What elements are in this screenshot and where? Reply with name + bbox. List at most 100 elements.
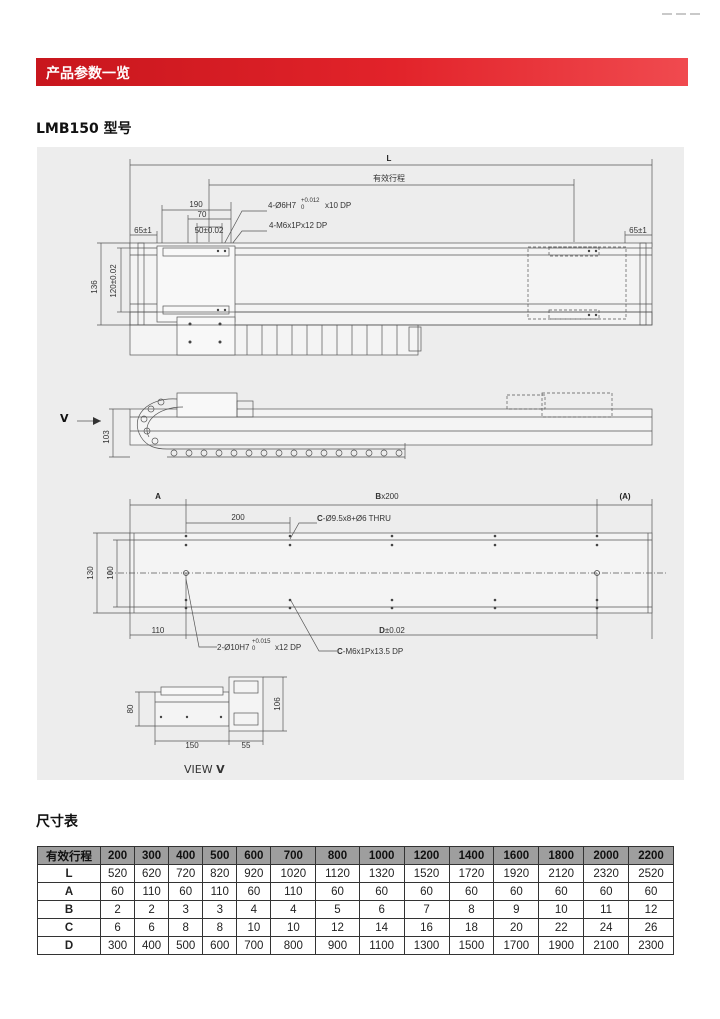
row-label: A — [37, 882, 101, 901]
table-cell: 6 — [134, 918, 170, 937]
table-cell: 620 — [134, 864, 170, 883]
table-cell: 2320 — [583, 864, 630, 883]
table-cell: 11 — [583, 900, 630, 919]
header-stroke: 300 — [134, 846, 170, 865]
technical-drawing: L 有效行程 190 70 50±0.02 4-Ø6H7 +0.012 0 x1… — [37, 147, 684, 780]
model-title: LMB150 型号 — [36, 121, 132, 137]
table-cell: 2 — [99, 900, 136, 919]
dim-B: Bx200 — [375, 492, 399, 501]
table-cell: 8 — [448, 900, 495, 919]
dim-120: 120±0.02 — [109, 264, 118, 298]
table-cell: 26 — [628, 918, 674, 937]
c-tap-callout: C-M6x1Px13.5 DP — [337, 647, 403, 656]
table-cell: 520 — [99, 864, 136, 883]
table-cell: 9 — [493, 900, 540, 919]
dim-110: 110 — [152, 626, 165, 635]
header-stroke: 1000 — [358, 846, 405, 865]
table-cell: 5 — [315, 900, 360, 919]
banner-title: 产品参数一览 — [46, 66, 130, 82]
dim-103: 103 — [102, 430, 111, 444]
header-stroke: 1400 — [448, 846, 495, 865]
row-label: D — [37, 936, 101, 955]
table-cell: 60 — [315, 882, 360, 901]
table-cell: 110 — [134, 882, 170, 901]
pin-depth: x12 DP — [275, 643, 301, 652]
table-cell: 4 — [270, 900, 317, 919]
drawing-svg: L 有效行程 190 70 50±0.02 4-Ø6H7 +0.012 0 x1… — [77, 154, 667, 750]
side-view — [77, 392, 653, 459]
header-stroke: 1800 — [538, 846, 585, 865]
table-cell: 900 — [315, 936, 360, 955]
dim-D: D±0.02 — [379, 626, 405, 635]
row-label: B — [37, 900, 101, 919]
table-cell: 60 — [236, 882, 272, 901]
dim-stroke: 有效行程 — [373, 173, 405, 183]
dim-55: 55 — [242, 741, 251, 750]
table-cell: 12 — [315, 918, 360, 937]
dim-65-right: 65±1 — [629, 226, 647, 235]
table-cell: 12 — [628, 900, 674, 919]
header-stroke: 600 — [236, 846, 272, 865]
view-v-caption: VIEW V — [184, 763, 225, 776]
dim-200: 200 — [231, 513, 245, 522]
table-cell: 1920 — [493, 864, 540, 883]
hole1-tol0: 0 — [301, 205, 305, 211]
side-view-chain-links — [140, 398, 403, 457]
table-cell: 3 — [168, 900, 204, 919]
hole1-depth: x10 DP — [325, 201, 351, 210]
table-cell: 2120 — [538, 864, 585, 883]
table-cell: 1020 — [270, 864, 317, 883]
dim-L: L — [387, 154, 392, 163]
dim-50: 50±0.02 — [195, 226, 224, 235]
table-cell: 600 — [202, 936, 238, 955]
row-label: L — [37, 864, 101, 883]
view-v-arrowhead — [93, 417, 101, 425]
pin-callout: 2-Ø10H7 — [217, 643, 250, 652]
header-stroke: 1200 — [403, 846, 450, 865]
table-cell: 1720 — [448, 864, 495, 883]
table-cell: 2300 — [628, 936, 674, 955]
table-cell: 60 — [493, 882, 540, 901]
table-cell: 720 — [168, 864, 204, 883]
table-cell: 24 — [583, 918, 630, 937]
section-banner: 产品参数一览 — [36, 58, 688, 86]
header-stroke: 2200 — [628, 846, 674, 865]
table-cell: 2100 — [583, 936, 630, 955]
table-cell: 6 — [358, 900, 405, 919]
header-stroke: 400 — [168, 846, 204, 865]
table-cell: 2 — [134, 900, 170, 919]
dim-106: 106 — [273, 697, 282, 711]
top-edge-marks — [658, 0, 706, 15]
c-hole-callout: C-Ø9.5x8+Ø6 THRU — [317, 514, 391, 523]
table-cell: 7 — [403, 900, 450, 919]
table-cell: 10 — [236, 918, 272, 937]
table-cell: 300 — [99, 936, 136, 955]
table-cell: 8 — [168, 918, 204, 937]
header-stroke: 1600 — [493, 846, 540, 865]
table-cell: 1120 — [315, 864, 360, 883]
table-cell: 1300 — [403, 936, 450, 955]
end-view — [135, 676, 287, 745]
table-cell: 1520 — [403, 864, 450, 883]
table-cell: 800 — [270, 936, 317, 955]
table-cell: 60 — [168, 882, 204, 901]
top-view — [97, 159, 653, 356]
size-table-header-row: 有效行程 200 300 400 500 600 700 800 1000 12… — [37, 846, 674, 865]
table-cell: 60 — [583, 882, 630, 901]
table-cell: 110 — [270, 882, 317, 901]
hole1-callout: 4-Ø6H7 — [268, 201, 297, 210]
table-cell: 20 — [493, 918, 540, 937]
table-cell: 700 — [236, 936, 272, 955]
size-table: 有效行程 200 300 400 500 600 700 800 1000 12… — [37, 846, 674, 955]
table-cell: 3 — [202, 900, 238, 919]
dim-A-paren: (A) — [619, 492, 630, 501]
table-cell: 60 — [358, 882, 405, 901]
end-view-holes — [159, 715, 223, 719]
table-cell: 820 — [202, 864, 238, 883]
dim-A: A — [155, 492, 161, 501]
header-stroke-label: 有效行程 — [37, 846, 101, 865]
dim-80: 80 — [126, 704, 135, 713]
